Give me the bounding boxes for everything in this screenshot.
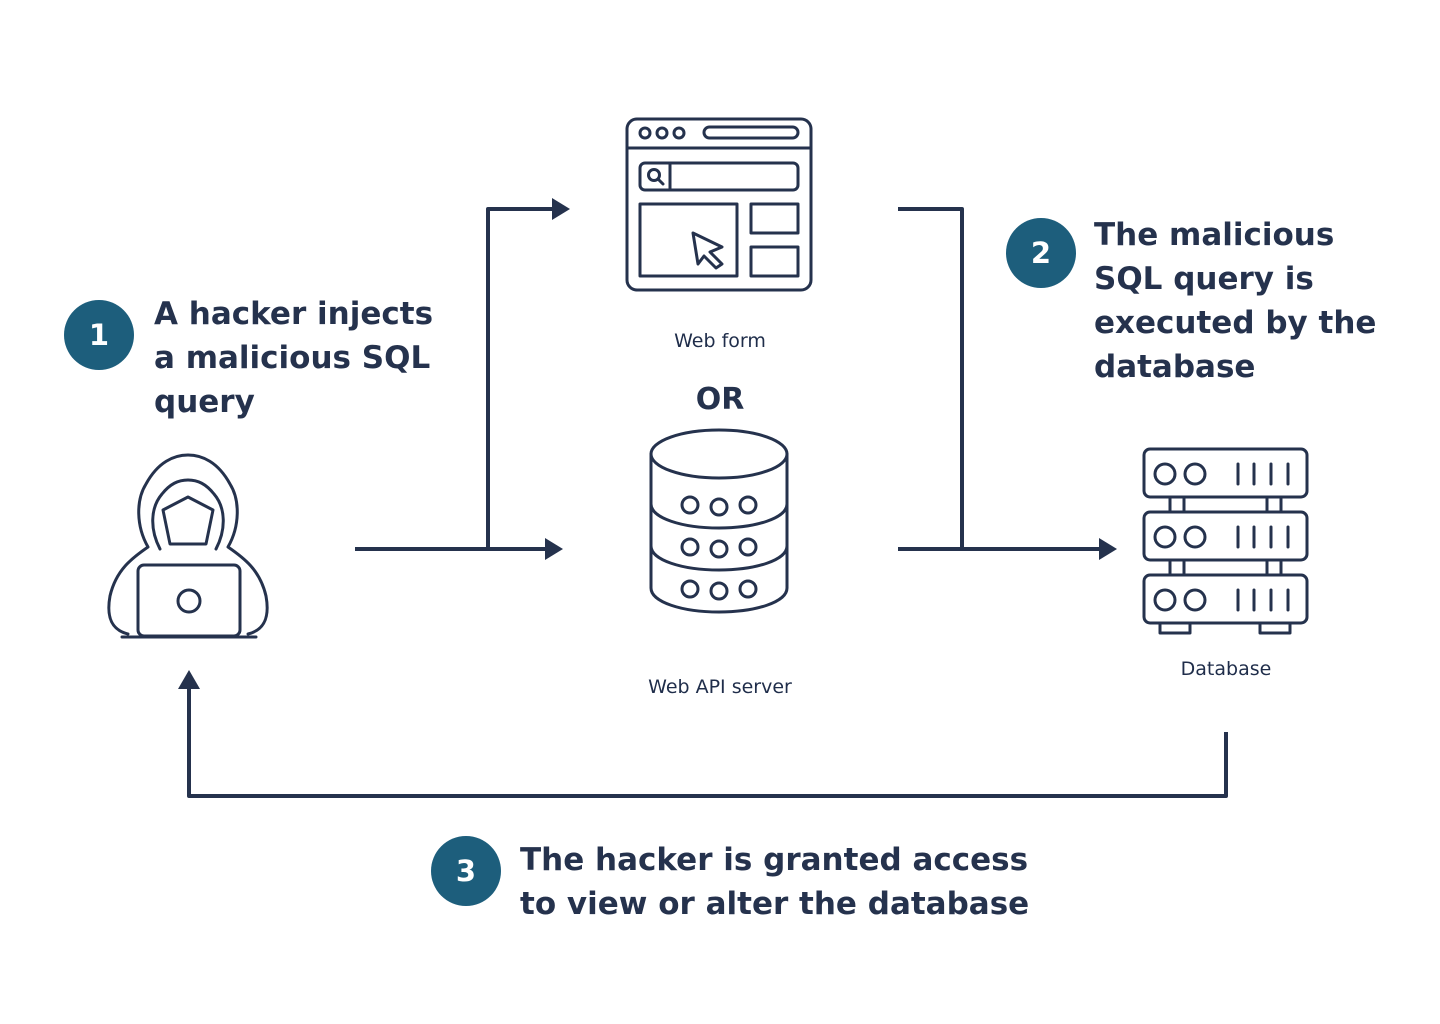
step-1-text: A hacker injects a malicious SQL query <box>154 296 444 420</box>
connector-database-to-hacker <box>178 670 1228 798</box>
database-label: Database <box>1181 658 1272 680</box>
arrowhead-to-hacker <box>178 670 200 689</box>
step-1-number: 1 <box>89 318 109 352</box>
step-3: 3 The hacker is granted access to view o… <box>431 836 1039 922</box>
web-api-server-label: Web API server <box>648 676 792 698</box>
arrowhead-to-form <box>552 198 570 220</box>
step-2-badge <box>1006 218 1076 288</box>
arrowhead-to-database <box>1099 538 1117 560</box>
arrowhead-to-api <box>545 538 563 560</box>
step-3-number: 3 <box>456 854 476 888</box>
hooded-hacker-laptop-icon <box>107 453 269 639</box>
step-3-text: The hacker is granted access to view or … <box>520 842 1039 922</box>
step-2-number: 2 <box>1031 236 1051 270</box>
or-label: OR <box>696 382 745 417</box>
browser-window-icon <box>625 117 813 292</box>
web-form-label: Web form <box>674 330 766 352</box>
step-1-badge <box>64 300 134 370</box>
step-2-text: The malicious SQL query is executed by t… <box>1094 217 1387 385</box>
step-1: 1 A hacker injects a malicious SQL query <box>64 296 444 420</box>
server-stack-icon <box>649 428 789 614</box>
step-3-badge <box>431 836 501 906</box>
connector-targets-to-database <box>898 207 1117 560</box>
database-rack-icon <box>1142 447 1309 635</box>
connector-hacker-to-targets <box>355 198 570 560</box>
step-2: 2 The malicious SQL query is executed by… <box>1006 217 1387 385</box>
